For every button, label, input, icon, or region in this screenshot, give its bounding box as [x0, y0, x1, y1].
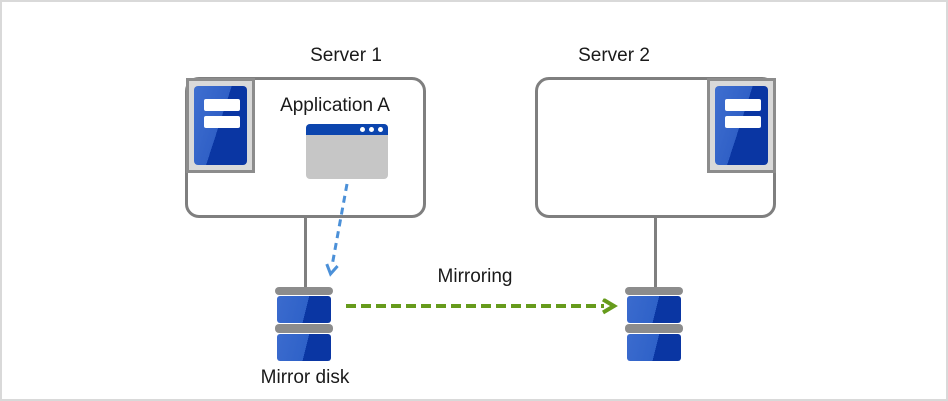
disk-platter	[627, 296, 681, 323]
mirror-disk-icon-right	[625, 287, 683, 362]
tower-slot-bar	[725, 116, 761, 128]
disk-cap	[275, 324, 333, 333]
server-tower-glyph	[194, 86, 247, 165]
mirroring-label: Mirroring	[437, 266, 513, 287]
window-dots-icon	[360, 127, 383, 132]
server1-disk-connector-line	[304, 216, 307, 288]
disk-platter	[277, 296, 331, 323]
server1-label: Server 1	[310, 45, 382, 66]
application-window-icon	[306, 124, 388, 179]
disk-cap	[625, 324, 683, 333]
mirror-disk-icon-left	[275, 287, 333, 362]
tower-slot-bar	[204, 99, 240, 111]
tower-slot-bar	[204, 116, 240, 128]
window-dot	[360, 127, 365, 132]
server1-tower-icon	[186, 78, 255, 173]
server2-label: Server 2	[578, 45, 650, 66]
application-label: Application A	[280, 95, 390, 116]
window-titlebar	[306, 124, 388, 135]
server2-tower-icon	[707, 78, 776, 173]
mirror-disk-label: Mirror disk	[260, 367, 350, 388]
disk-cap	[625, 287, 683, 295]
disk-cap	[275, 287, 333, 295]
window-dot	[369, 127, 374, 132]
disk-platter	[627, 334, 681, 361]
window-dot	[378, 127, 383, 132]
tower-slot-bar	[725, 99, 761, 111]
disk-platter	[277, 334, 331, 361]
server2-disk-connector-line	[654, 216, 657, 288]
server-tower-glyph	[715, 86, 768, 165]
